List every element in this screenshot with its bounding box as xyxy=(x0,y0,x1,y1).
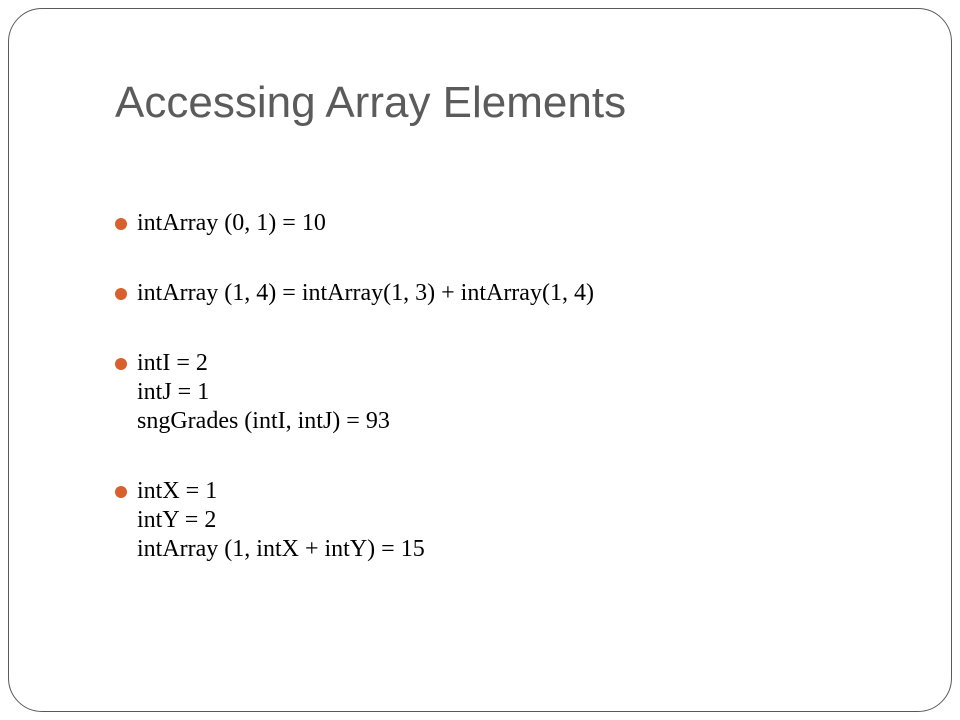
bullet-item: intArray (1, 4) = intArray(1, 3) + intAr… xyxy=(115,279,594,308)
bullet-item: intArray (0, 1) = 10 xyxy=(115,209,594,238)
bullet-item: intX = 1 intY = 2 intArray (1, intX + in… xyxy=(115,477,594,564)
bullet-line: intJ = 1 xyxy=(137,379,210,405)
slide-frame: Accessing Array Elements intArray (0, 1)… xyxy=(8,8,952,712)
bullet-line: intArray (1, intX + intY) = 15 xyxy=(137,536,425,562)
bullet-line: intArray (0, 1) = 10 xyxy=(137,210,326,236)
bullet-dot-icon xyxy=(115,358,127,370)
bullet-line: intX = 1 xyxy=(137,478,218,504)
bullet-line: sngGrades (intI, intJ) = 93 xyxy=(137,408,390,434)
bullet-list: intArray (0, 1) = 10 intArray (1, 4) = i… xyxy=(115,209,594,564)
bullet-line: intY = 2 xyxy=(137,507,217,533)
bullet-dot-icon xyxy=(115,218,127,230)
bullet-item: intI = 2 intJ = 1 sngGrades (intI, intJ)… xyxy=(115,349,594,436)
bullet-line: intArray (1, 4) = intArray(1, 3) + intAr… xyxy=(137,280,594,306)
bullet-dot-icon xyxy=(115,288,127,300)
bullet-line: intI = 2 xyxy=(137,350,208,376)
slide-title: Accessing Array Elements xyxy=(115,78,627,127)
bullet-dot-icon xyxy=(115,486,127,498)
